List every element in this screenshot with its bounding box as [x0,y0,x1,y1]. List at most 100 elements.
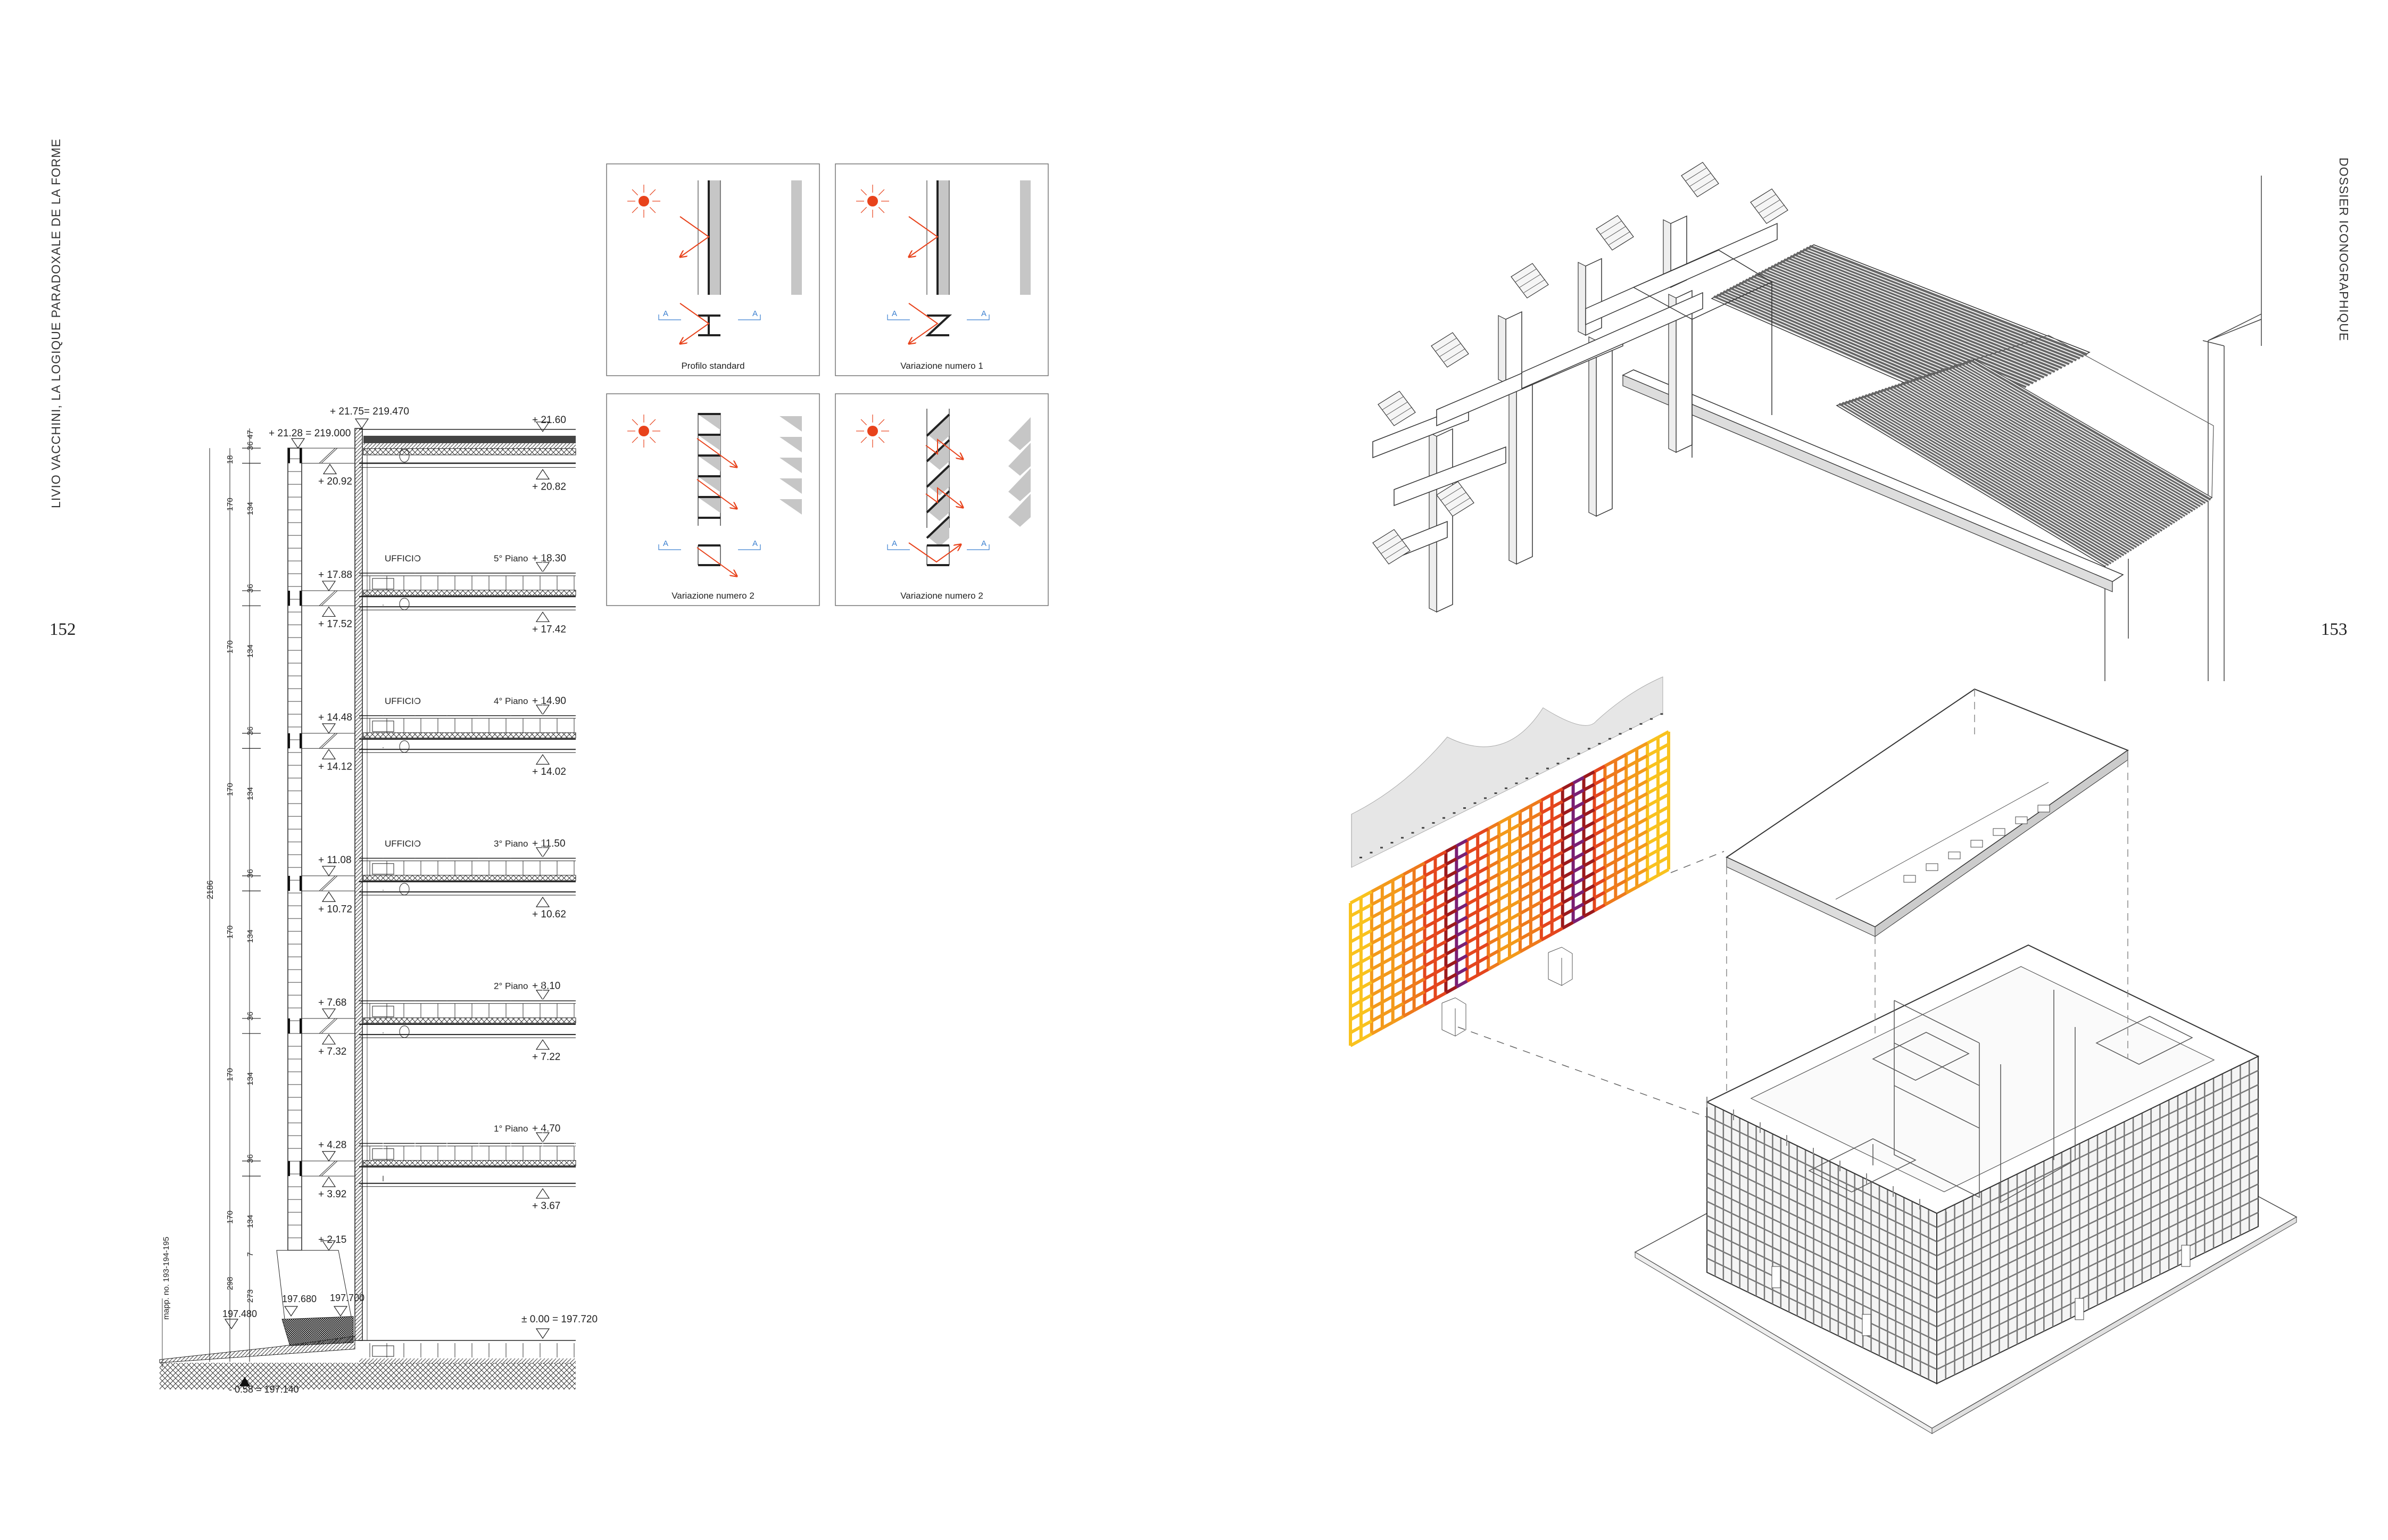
grid-transom [1614,816,1627,825]
grid-transom [1487,834,1500,843]
profile-fin [1681,162,1719,197]
sun-ray [878,206,885,213]
grid-transom [1371,975,1383,984]
fin-line [1515,268,1537,283]
grid-transom [1551,850,1564,859]
floor-level-label: + 8.10 [532,981,560,992]
fin-section [698,475,720,477]
deck-slat-highlight [1839,405,2108,567]
grid-transom [1614,778,1627,787]
grid-transom [1636,855,1648,864]
grid-transom [1604,771,1616,780]
deck-slat [1960,362,2203,506]
dimension-label: 134 [246,1215,255,1228]
grid-transom [1445,870,1457,879]
grid-transom [1392,899,1405,908]
grid-transom [1657,780,1670,789]
deck-slat-highlight [1915,380,2167,529]
grid-transom [1530,862,1543,871]
grid-transom [1477,827,1489,836]
deck-slat [1845,401,2114,563]
break-line [321,1018,338,1034]
grid-transom [1657,818,1670,827]
dimension-label: 170 [226,640,235,653]
deck-slat [1927,374,2178,522]
grid-transom [1519,842,1532,851]
grid-transom [1572,801,1585,810]
grid-transom [1604,872,1616,881]
deck-slat [1963,361,2206,504]
deck-slat [1875,391,2137,548]
light-ray-arrow [680,216,710,257]
beam-top-label: + 4.28 [318,1140,346,1151]
deck-slat-highlight [1918,379,2169,528]
level-marker-icon [321,1177,336,1187]
sun-disc [639,196,649,206]
beam-bottom-label: + 14.12 [318,761,352,772]
level-marker-icon [321,891,336,902]
level-marker-icon [224,1319,239,1330]
fin-line [1763,204,1785,219]
building-exploded-axonometric [1634,688,2298,1434]
grid-transom [1413,900,1425,909]
grid-transom [1371,897,1383,906]
grid-transom [1572,851,1585,860]
grid-transom [1604,759,1616,768]
deck-slat [1940,369,2188,516]
sun-disc [867,196,878,206]
bolt-mark [1370,851,1373,854]
grid-transom [1614,854,1627,863]
facade-transom [1936,1169,2259,1328]
grid-transom [1466,897,1479,906]
deck-slat [1904,381,2160,533]
grid-transom [1349,1025,1362,1034]
light-ray-arrow [925,438,963,459]
grid-transom [1604,784,1616,793]
grid-transom [1604,797,1616,806]
light-ray-arrow [696,438,737,467]
grid-transom [1466,871,1479,880]
bolt-mark [1577,752,1580,755]
panel-caption: Variazione numero 2 [900,591,983,601]
convector-icon [372,1006,394,1017]
grid-transom [1360,1006,1373,1015]
grid-transom [1636,767,1648,776]
grid-transom [1583,783,1595,792]
grid-transom [1646,798,1659,808]
grid-transom [1487,860,1500,869]
deck-slat-highlight [1951,368,2195,511]
convector-icon [372,721,394,732]
bolt-mark [1359,857,1362,858]
grid-transom [1583,846,1595,855]
shadow-triangle [780,499,802,515]
grid-transom [1424,933,1436,942]
grid-transom [1614,879,1627,888]
fin-line [1600,220,1622,235]
grid-transom [1371,962,1383,971]
grid-transom [1604,859,1616,868]
deck-slat [1970,359,2211,501]
break-line [321,875,338,891]
profile-fin [1372,529,1411,565]
bolt-mark [1629,728,1632,730]
grid-transom [1583,884,1595,893]
deck-slat [1806,246,2084,358]
roof-membrane [363,435,576,443]
grid-transom [1455,915,1468,924]
grid-transom [1381,904,1394,914]
grid-transom [1530,888,1543,897]
grid-transom [1540,895,1553,904]
beam-flange [300,591,302,606]
grid-transom [1424,946,1436,955]
diagonal-fin [926,516,950,539]
beam-bottom-label: + 17.52 [318,618,352,630]
break-line [321,1161,338,1177]
bolt-mark [1401,837,1404,839]
grid-transom [1562,870,1574,879]
fin-shadow [928,415,949,444]
grid-transom [1349,961,1362,970]
bolt-mark [1432,822,1435,824]
colored-facade-grid [1349,676,1724,1118]
column-side [1668,294,1677,453]
